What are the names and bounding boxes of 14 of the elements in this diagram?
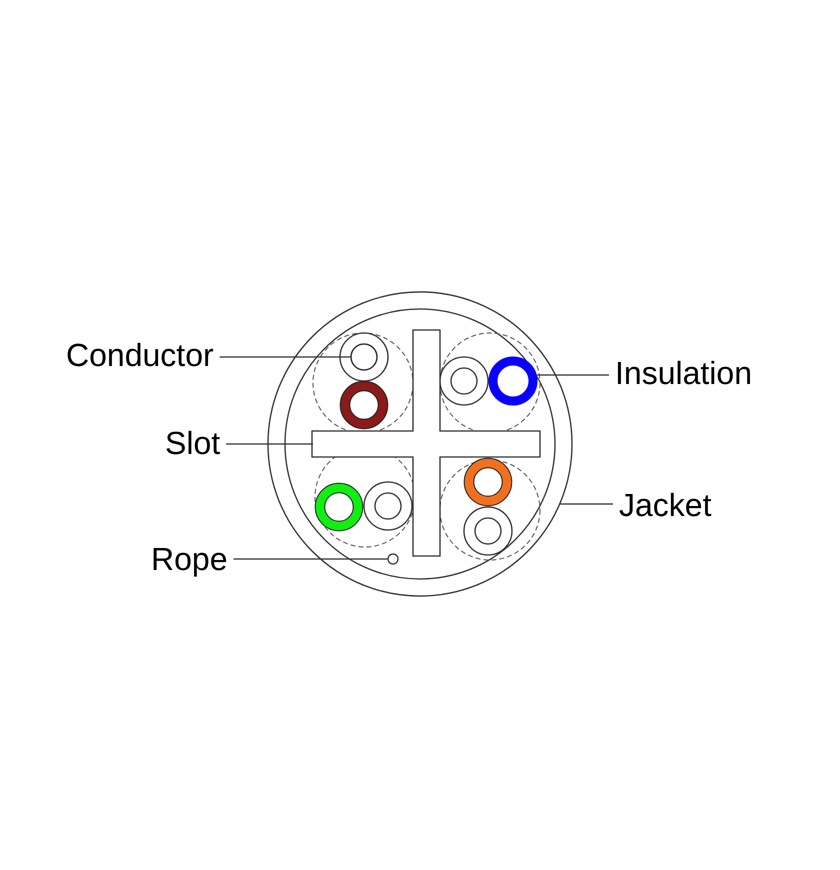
leader-line [220,356,351,358]
part-label: Conductor [66,336,214,374]
leader-line [234,558,388,560]
insulation-ring [488,356,538,406]
part-label: Jacket [619,486,712,524]
rope-circle [387,553,399,565]
jacket-ring [267,292,573,596]
conductor-circle [350,343,378,371]
part-label: Slot [165,424,220,462]
part-label: Rope [151,540,228,578]
part-label: Insulation [615,354,752,392]
leader-line [226,443,313,445]
leader-line [537,374,609,376]
leader-line [559,503,613,505]
